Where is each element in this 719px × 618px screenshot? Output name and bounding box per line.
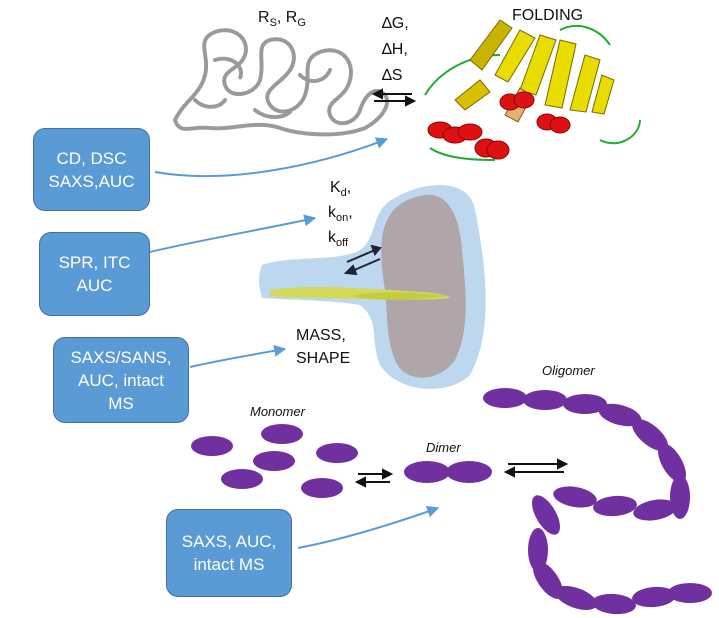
- delta-h-label: ∆H,: [382, 41, 408, 58]
- shape-label: SHAPE: [296, 350, 351, 367]
- folding-method-arrow: [154, 137, 389, 178]
- ligand-peptide-tip: [350, 292, 448, 300]
- unfolded-chain: [172, 28, 389, 137]
- shape-method-arrow: [189, 344, 287, 368]
- delta-s-label: ∆S: [382, 67, 403, 84]
- binding-method-line: AUC: [76, 276, 113, 295]
- folding-method-line: SAXS,AUC: [48, 171, 135, 191]
- oligomer-method-arrow: [297, 505, 440, 549]
- monomers: [191, 424, 358, 498]
- dimer: [404, 461, 492, 483]
- radius-label: RS, RG: [258, 9, 306, 30]
- folding-equilibrium-arrows: [371, 88, 417, 107]
- delta-g-label: ∆G,: [382, 15, 409, 32]
- kd-label: Kd,: [330, 179, 352, 200]
- binding-method-line: SPR, ITC: [58, 253, 131, 272]
- folding-methods-box: CD, DSC SAXS,AUC: [33, 128, 150, 211]
- shape-method-line: AUC, intact: [78, 370, 164, 390]
- kon-label: kon,: [328, 204, 353, 225]
- oligomer-method-line: SAXS, AUC,: [181, 532, 277, 551]
- folded-protein: [424, 19, 641, 161]
- folding-label: FOLDING: [512, 7, 584, 24]
- oligomer-methods-box: SAXS, AUC, intact MS: [166, 509, 292, 597]
- koff-label: koff: [328, 229, 349, 250]
- oligomer-chain: [483, 388, 712, 615]
- monomer-label: Monomer: [250, 404, 305, 419]
- oligomer-method-line: intact MS: [193, 555, 265, 574]
- complex-core: [381, 194, 466, 378]
- folding-method-line: CD, DSC: [56, 148, 127, 168]
- dimerization-arrows: [354, 468, 394, 488]
- dimer-label: Dimer: [426, 440, 461, 455]
- shape-methods-box: SAXS/SANS, AUC, intact MS: [53, 337, 189, 423]
- oligomer-label: Oligomer: [542, 363, 595, 378]
- binding-methods-box: SPR, ITC AUC: [39, 232, 150, 316]
- binding-equilibrium-arrows: [343, 244, 382, 276]
- mass-label: MASS,: [296, 327, 346, 344]
- binding-method-arrow: [149, 214, 317, 253]
- shape-method-line: MS: [108, 393, 134, 413]
- oligomerization-arrows: [503, 458, 569, 478]
- shape-method-line: SAXS/SANS,: [70, 347, 172, 367]
